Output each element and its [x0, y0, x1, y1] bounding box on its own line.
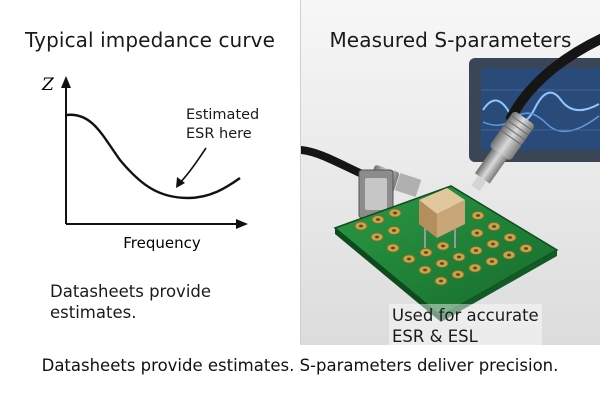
pcb-pad-hole	[375, 235, 379, 239]
arrow-icon	[176, 177, 185, 188]
pcb-pad-hole	[476, 214, 480, 217]
sma-connector-icon	[358, 165, 422, 219]
pcb-pad-hole	[423, 268, 427, 272]
pcb-pad-hole	[508, 236, 512, 239]
y-axis-arrow-icon	[61, 76, 71, 88]
sparam-title: Measured S-parameters	[329, 28, 572, 52]
pcb-pad-hole	[490, 260, 494, 263]
measurement-photo	[301, 0, 600, 345]
footer-caption: Datasheets provide estimates. S-paramete…	[41, 356, 559, 375]
x-axis-arrow-icon	[236, 219, 248, 229]
pcb-pad-hole	[491, 242, 495, 246]
pcb-pad-hole	[457, 255, 461, 259]
coax-cable-right	[506, 33, 600, 123]
panel-divider	[300, 0, 301, 345]
pcb-pad-hole	[475, 231, 479, 235]
pcb-pad-hole	[359, 224, 363, 228]
datasheet-note-line2: estimates.	[50, 303, 137, 322]
sparam-note-line1: Used for accurate	[392, 306, 539, 325]
impedance-title: Typical impedance curve	[24, 28, 275, 52]
pcb-pad-hole	[507, 253, 511, 257]
pcb-pad-hole	[407, 257, 411, 261]
esr-callout-line1: Estimated	[186, 107, 260, 123]
pcb-pad-hole	[392, 229, 396, 232]
sparam-panel: Measured S-parameters Used for accurate …	[301, 0, 600, 345]
pcb-pad-hole	[376, 218, 380, 221]
y-axis-label: Z	[41, 75, 55, 95]
pcb-pad-hole	[524, 247, 528, 250]
callout-arrow-shaft	[178, 147, 207, 185]
pcb-pad-hole	[441, 244, 445, 248]
pcb-pad-hole	[473, 266, 477, 270]
capacitor-icon	[419, 188, 465, 248]
impedance-plot: Z Frequency	[41, 75, 248, 252]
esr-callout-line2: ESR here	[186, 126, 252, 142]
x-axis-label: Frequency	[123, 234, 201, 252]
datasheet-note: Datasheets provide estimates.	[50, 281, 211, 323]
pcb-pad-hole	[474, 249, 478, 252]
sparam-note: Used for accurate ESR & ESL	[389, 304, 542, 345]
test-pcb-icon	[333, 185, 559, 322]
impedance-panel: Typical impedance curve Z Frequency Esti…	[0, 0, 300, 345]
sma-connector-right	[471, 111, 534, 192]
pcb-pad-hole	[440, 262, 444, 265]
datasheet-note-line1: Datasheets provide	[50, 282, 212, 301]
esr-callout: Estimated ESR here	[186, 106, 259, 144]
pcb-pad-hole	[391, 246, 395, 250]
pcb-pad-hole	[492, 225, 496, 228]
pcb-pad-hole	[393, 211, 397, 215]
pcb-pad-hole	[456, 273, 460, 276]
pcb-pad-hole	[424, 251, 428, 254]
sparam-note-line2: ESR & ESL	[392, 327, 478, 345]
impedance-curve	[65, 113, 241, 200]
vna-instrument-icon	[469, 58, 600, 162]
pcb-pad-hole	[439, 279, 443, 283]
